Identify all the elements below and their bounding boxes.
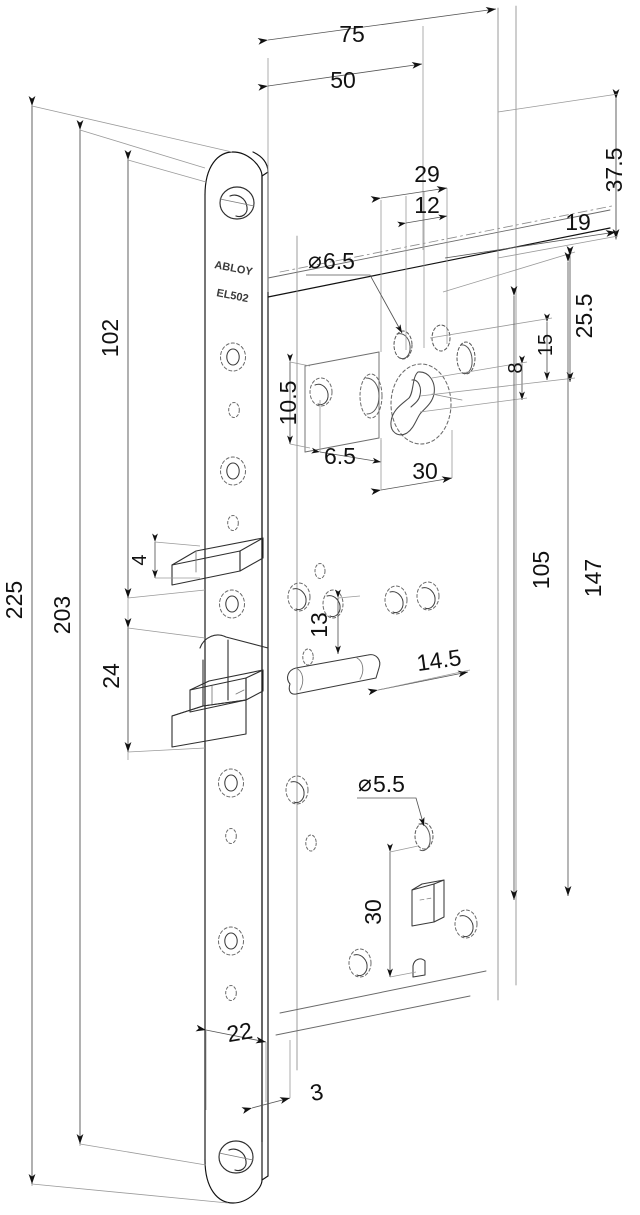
latch-bolt-nose [287,654,381,695]
extension-lines-top [267,8,617,1000]
dia-5-5-hole [414,822,434,852]
dim-3-line [241,1097,291,1114]
dim-19-label: 19 [565,209,591,235]
dim-105-label: 105 [528,551,554,589]
side-fixing-hole-left [309,377,333,407]
dim-37-5-label: 37.5 [601,148,627,193]
dim-75-line [257,6,497,45]
latch-bolt-assembly [171,634,269,748]
faceplate-screw-heads [224,348,240,950]
dim-12-line [397,214,448,228]
dim-15-label: 15 [535,334,557,356]
lock-mechanism-block [304,351,380,453]
dim-4-label: 4 [129,554,151,565]
dim-29-line [370,186,448,203]
dia-5-5-callout: ⌀ 5.5 [358,770,405,797]
brand-name-marking: ABLOY [213,259,254,278]
dim-12-label: 12 [414,192,440,218]
euro-cylinder-hole [390,363,463,445]
dim-30-centre-label: 30 [412,458,438,484]
faceplate-screw-holes [218,342,246,956]
dim-19-line [444,230,617,259]
diameter-symbol-icon: ⌀ [358,770,372,796]
dim-147-label: 147 [580,559,606,597]
dim-203-label: 203 [49,596,75,634]
faceplate-bottom-screw-hole [218,1140,254,1174]
keeper-detail [411,879,445,927]
dim-6-5-label: 6.5 [324,443,356,469]
dim-25-5-label: 25.5 [571,294,597,339]
dim-6-5-line [311,447,382,464]
dim-29-label: 29 [414,161,440,187]
dim-10-5-label: 10.5 [275,381,301,426]
dim-30-lower-label: 30 [360,899,386,925]
dim-8-label: 8 [505,362,527,373]
dim-22-line [195,1024,267,1044]
dia-5-5-label: 5.5 [373,771,405,797]
dimension-labels: 75 50 37.5 225 203 102 4 24 29 12 19 25.… [1,21,627,1106]
dia-5-5-leader [357,797,425,827]
dim-50-label: 50 [330,67,356,93]
dim-102-label: 102 [97,319,123,357]
dim-22-label: 22 [225,1017,255,1047]
spindle-hole [359,373,383,419]
dim-24-label: 24 [98,663,124,689]
dim-3-label: 3 [308,1078,325,1106]
case-side-holes [285,581,478,978]
lower-tab [412,958,426,978]
dia-6-5-leader [306,274,403,334]
dim-225-label: 225 [1,581,27,619]
faceplate-small-holes [225,402,240,1001]
dimension-lines [28,6,620,1204]
diameter-symbol-icon: ⌀ [308,247,322,273]
brand-model-marking: EL502 [215,287,249,305]
dia-6-5-label: 6.5 [323,248,355,274]
dim-75-label: 75 [339,21,365,47]
dim-50-line [257,62,423,91]
faceplate-top-screw-hole [219,186,255,220]
dim-13-label: 13 [306,612,332,638]
dia-6-5-callout: ⌀ 6.5 [308,247,355,274]
case-small-holes [302,563,326,852]
faceplate [204,151,269,1204]
dim-30-centre-line [370,476,453,496]
lock-case-body [267,5,613,1071]
dim-14-5-label: 14.5 [415,644,463,676]
